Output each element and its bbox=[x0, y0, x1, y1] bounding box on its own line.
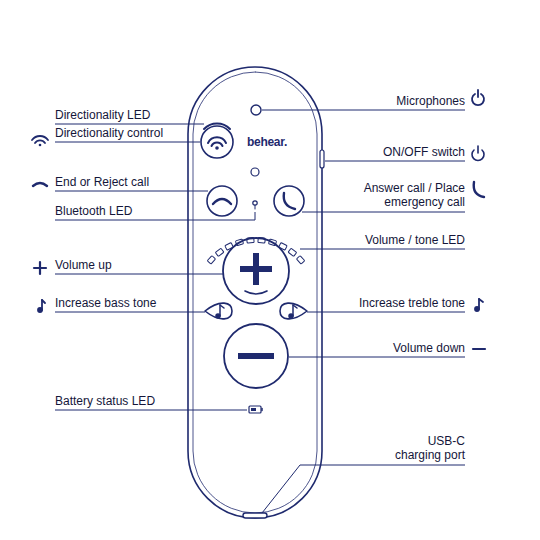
leader-lines bbox=[55, 110, 465, 513]
part-label: End or Reject call bbox=[55, 175, 149, 189]
end-call-button bbox=[207, 186, 237, 216]
part-label: Directionality control bbox=[55, 126, 163, 140]
volume-up-button bbox=[223, 238, 289, 304]
part-label: Volume down bbox=[393, 341, 465, 355]
housing bbox=[188, 67, 322, 518]
part-label: USB-C charging port bbox=[387, 434, 465, 462]
part-label: Battery status LED bbox=[55, 394, 155, 408]
part-label: ON/OFF switch bbox=[383, 145, 465, 159]
directionality-led bbox=[204, 123, 230, 129]
end-call-icon bbox=[213, 199, 231, 204]
housing-inner bbox=[193, 72, 317, 513]
battery-led bbox=[249, 406, 261, 413]
bass-button bbox=[205, 303, 232, 319]
part-label: Volume / tone LED bbox=[365, 233, 465, 247]
part-label: Increase bass tone bbox=[55, 296, 156, 310]
microphone bbox=[251, 105, 261, 115]
part-label: Volume up bbox=[55, 258, 112, 272]
directionality-button bbox=[201, 126, 233, 158]
part-label: Directionality LED bbox=[55, 108, 150, 122]
status-led bbox=[251, 168, 259, 176]
power-switch bbox=[320, 150, 324, 168]
part-label: Answer call / Place emergency call bbox=[350, 181, 465, 209]
volume-down-button bbox=[224, 324, 288, 388]
part-label: Microphones bbox=[396, 94, 465, 108]
legend-icons bbox=[32, 90, 485, 349]
usb-c-port bbox=[243, 513, 267, 518]
answer-call-icon bbox=[284, 193, 295, 209]
treble-button bbox=[280, 303, 307, 319]
part-label: Bluetooth LED bbox=[55, 204, 132, 218]
brand-logo: behear. bbox=[247, 135, 287, 149]
answer-call-button bbox=[274, 186, 304, 216]
part-label: Increase treble tone bbox=[359, 296, 465, 310]
